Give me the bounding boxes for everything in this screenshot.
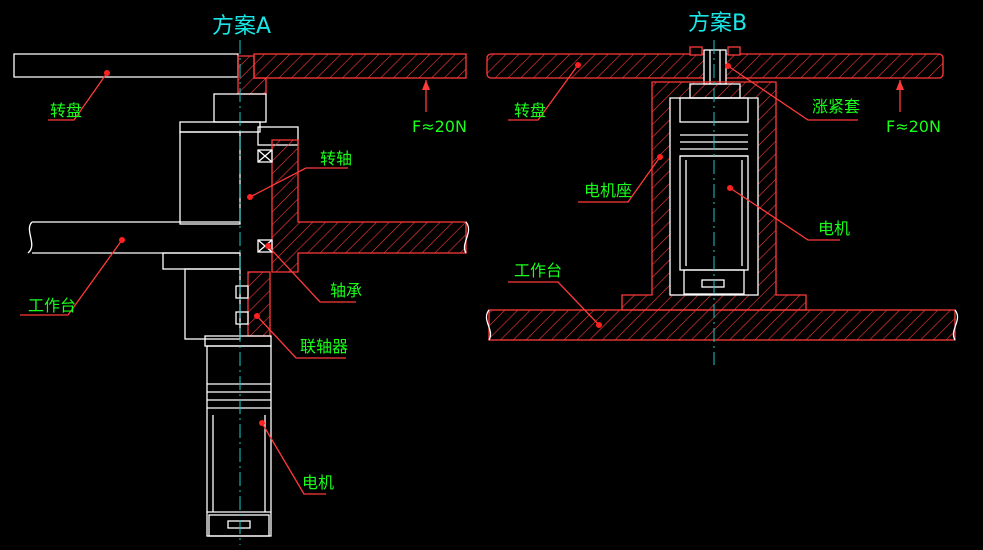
scheme-b-label-sleeve: 涨紧套 <box>812 97 860 116</box>
scheme-a-leaders <box>20 70 356 495</box>
scheme-b-turntable <box>486 46 944 85</box>
scheme-a-label-shaft: 转轴 <box>320 149 352 168</box>
scheme-b-label-motor: 电机 <box>818 219 850 238</box>
scheme-b-title: 方案B <box>688 11 747 36</box>
scheme-b: 方案B <box>485 11 959 365</box>
scheme-a: 方案A <box>13 14 470 545</box>
scheme-a-force-label: F≈20N <box>412 117 467 136</box>
scheme-a-coupling <box>184 268 272 347</box>
scheme-b-label-workbench: 工作台 <box>514 261 562 280</box>
scheme-a-force-arrow <box>422 80 430 112</box>
scheme-a-shaft <box>179 126 467 273</box>
scheme-a-label-bearing: 轴承 <box>330 281 362 300</box>
scheme-a-label-coupling: 联轴器 <box>300 337 348 356</box>
scheme-a-turntable <box>13 53 467 133</box>
scheme-b-label-turntable: 转盘 <box>514 101 546 120</box>
scheme-b-workbench <box>485 309 959 341</box>
scheme-a-motor <box>206 345 272 537</box>
scheme-a-label-workbench: 工作台 <box>28 296 76 315</box>
scheme-b-force-label: F≈20N <box>886 117 941 136</box>
scheme-a-title: 方案A <box>212 14 271 39</box>
scheme-a-label-turntable: 转盘 <box>50 101 82 120</box>
scheme-b-force-arrow <box>896 80 904 112</box>
scheme-a-label-motor: 电机 <box>302 473 334 492</box>
scheme-b-label-motor-seat: 电机座 <box>584 181 632 200</box>
scheme-b-leaders <box>508 62 858 328</box>
